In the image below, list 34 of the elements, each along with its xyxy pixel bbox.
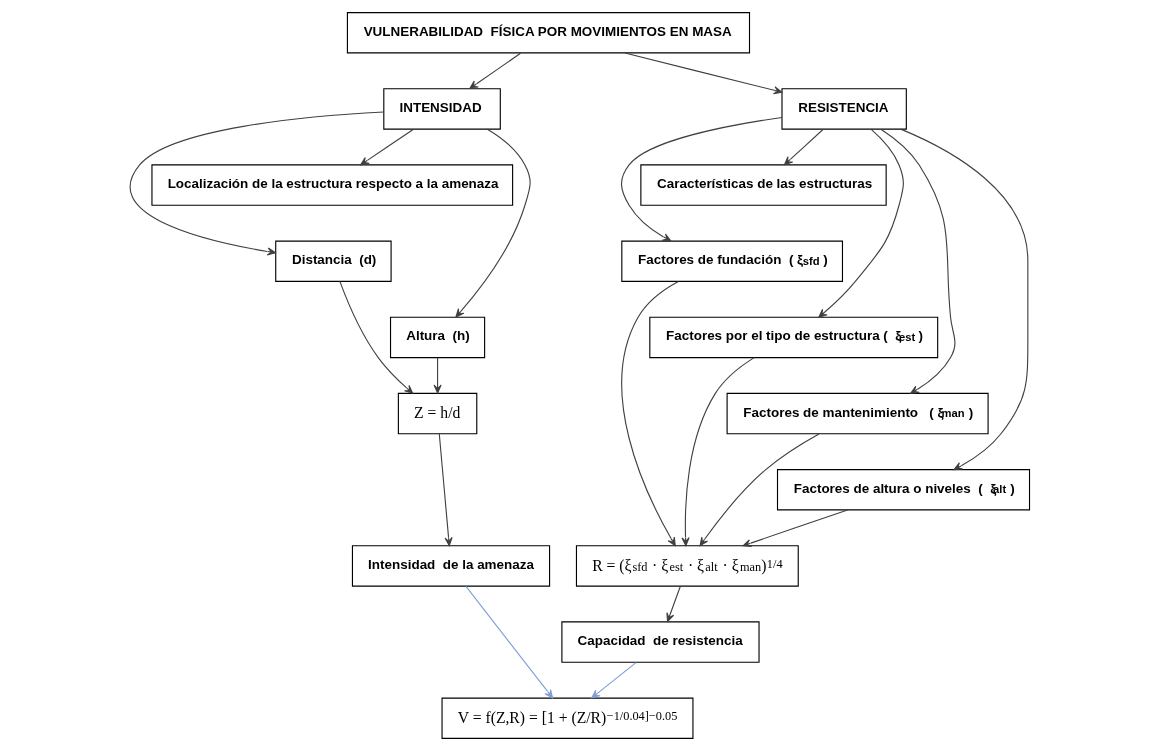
node-box: Factores de fundación ( ξsfd ) (620, 240, 843, 282)
arrow (359, 128, 414, 166)
node-box: Distancia (d) (274, 240, 392, 282)
arrow (590, 662, 637, 699)
node-box: Altura (h) (389, 316, 485, 359)
node-box: Factores de mantenimiento ( ξman ) (726, 392, 989, 435)
arrow (433, 357, 442, 394)
arrow (681, 357, 755, 547)
node-box: Z = h/d (397, 392, 477, 435)
node-box: Localización de la estructura respecto a la amenaza (150, 164, 513, 206)
arrow (783, 128, 823, 166)
node-box: Intensidad de la amenaza (351, 545, 550, 587)
arrow (620, 116, 782, 242)
arrow (454, 128, 531, 318)
arrow (129, 111, 384, 256)
node-box: V = f(Z,R) = [1 + (Z/R)−1/0.04]−0.05 (441, 697, 693, 739)
arrow (438, 433, 453, 547)
arrow (817, 128, 904, 318)
node-box: Características de las estructuras (639, 164, 887, 206)
node-box: VULNERABILIDAD FÍSICA POR MOVIMIENTOS EN MASA (346, 12, 750, 54)
node-box: R = (ξsfd · ξest · ξalt · ξman)1/4 (575, 545, 799, 587)
arrow (879, 128, 955, 394)
node-box: RESISTENCIA (780, 88, 907, 130)
arrow (464, 585, 553, 699)
arrow (899, 128, 1028, 471)
arrow (338, 280, 413, 394)
arrow (665, 585, 681, 622)
arrow (742, 509, 848, 548)
node-box: INTENSIDAD (382, 88, 501, 130)
arrow (620, 280, 679, 547)
arrow (468, 52, 521, 90)
node-box: Capacidad de resistencia (560, 621, 760, 663)
arrow (699, 433, 820, 547)
arrow (623, 52, 782, 95)
